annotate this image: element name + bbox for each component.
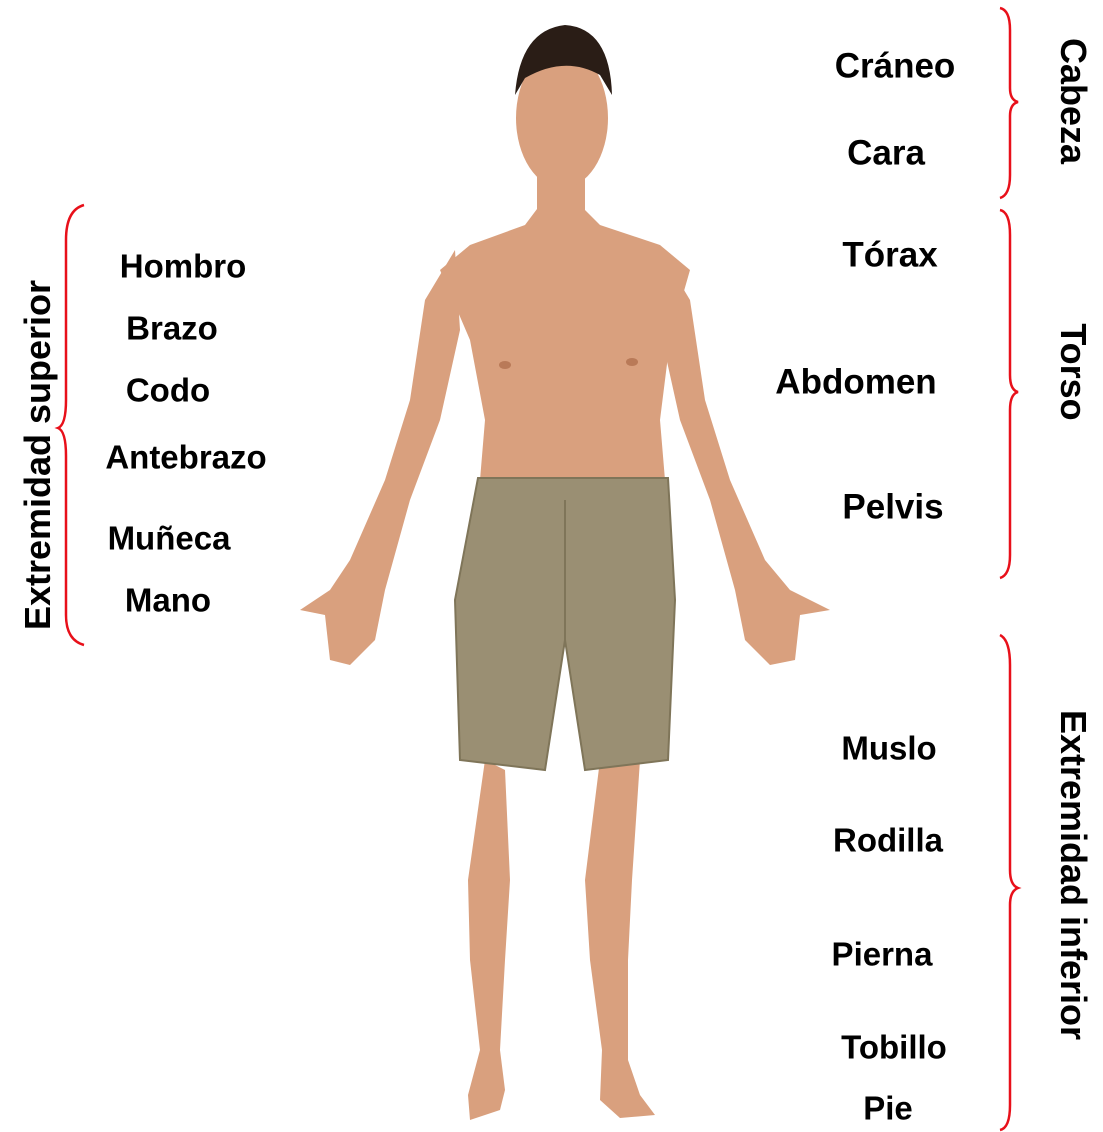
label-arm: Brazo <box>126 312 218 345</box>
group-label-lower-limb: Extremidad inferior <box>1055 710 1091 1040</box>
label-leg: Pierna <box>832 938 933 971</box>
label-thigh: Muslo <box>841 732 936 765</box>
label-wrist: Muñeca <box>108 522 231 555</box>
label-ankle: Tobillo <box>841 1031 947 1064</box>
figure-shorts <box>455 478 675 770</box>
label-hand: Mano <box>125 584 211 617</box>
figure-torso <box>440 205 690 480</box>
label-abdomen: Abdomen <box>775 365 936 400</box>
figure-head <box>515 25 612 215</box>
group-label-head: Cabeza <box>1055 38 1091 164</box>
figure-legs <box>468 760 655 1120</box>
label-thorax: Tórax <box>842 238 937 273</box>
group-label-torso: Torso <box>1055 323 1091 420</box>
label-forearm: Antebrazo <box>105 441 266 474</box>
label-cranium: Cráneo <box>835 49 956 84</box>
label-foot: Pie <box>863 1092 913 1125</box>
label-pelvis: Pelvis <box>842 490 943 525</box>
group-label-upper-limb: Extremidad superior <box>20 280 56 630</box>
label-elbow: Codo <box>126 374 210 407</box>
label-knee: Rodilla <box>833 824 943 857</box>
label-face: Cara <box>847 136 925 171</box>
label-shoulder: Hombro <box>120 250 247 283</box>
